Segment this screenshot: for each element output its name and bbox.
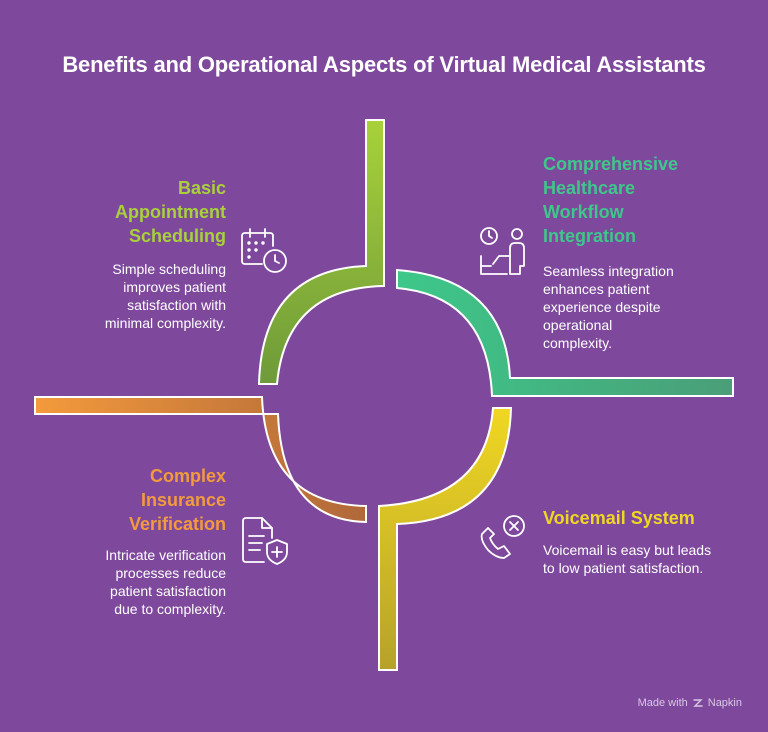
made-with-napkin-watermark: Made with Napkin bbox=[638, 697, 742, 709]
heading-line: Integration bbox=[543, 226, 636, 246]
heading-line: Appointment bbox=[115, 202, 226, 222]
heading-complex-insurance-verification: Complex Insurance Verification bbox=[46, 464, 226, 536]
description-line: complexity. bbox=[543, 335, 612, 351]
description-line: operational bbox=[543, 317, 613, 333]
heading-line: Voicemail System bbox=[543, 508, 695, 528]
heading-line: Workflow bbox=[543, 202, 624, 222]
heading-line: Scheduling bbox=[128, 226, 226, 246]
description-line: improves patient bbox=[123, 279, 226, 295]
description-line: satisfaction with bbox=[127, 297, 226, 313]
description-line: Seamless integration bbox=[543, 263, 674, 279]
quadrant-shape-top-right bbox=[396, 268, 734, 397]
quadrant-shape-bottom-right bbox=[378, 407, 513, 671]
clock-person-icon bbox=[480, 227, 525, 275]
heading-voicemail-system: Voicemail System bbox=[543, 506, 743, 530]
watermark-brand: Napkin bbox=[707, 697, 742, 709]
heading-line: Healthcare bbox=[543, 178, 636, 198]
quadrant-shape-bottom-left bbox=[34, 396, 367, 524]
page-title: Benefits and Operational Aspects of Virt… bbox=[62, 52, 706, 77]
quadrant-shape-top-left bbox=[257, 119, 385, 385]
calendar-clock-icon bbox=[241, 228, 287, 273]
heading-line: Comprehensive bbox=[543, 154, 679, 174]
description-line: Simple scheduling bbox=[112, 261, 226, 277]
heading-comprehensive-healthcare-workflow-integration: Comprehensive Healthcare Workflow Integr… bbox=[543, 152, 743, 248]
description-line: to low patient satisfaction. bbox=[543, 560, 704, 576]
phone-cancel-icon bbox=[480, 515, 525, 559]
description-line: patient satisfaction bbox=[110, 583, 226, 599]
description-line: due to complexity. bbox=[114, 601, 226, 617]
description-line: Voicemail is easy but leads bbox=[543, 542, 712, 558]
description-line: experience despite bbox=[543, 299, 661, 315]
heading-line: Verification bbox=[128, 514, 226, 534]
description-line: processes reduce bbox=[115, 565, 226, 581]
heading-basic-appointment-scheduling: Basic Appointment Scheduling bbox=[60, 176, 226, 248]
heading-line: Complex bbox=[149, 466, 226, 486]
description-comprehensive-healthcare-workflow-integration: Seamless integration enhances patient ex… bbox=[543, 262, 733, 352]
heading-line: Basic bbox=[177, 178, 226, 198]
description-line: minimal complexity. bbox=[104, 315, 226, 331]
heading-line: Insurance bbox=[140, 490, 226, 510]
description-voicemail-system: Voicemail is easy but leads to low patie… bbox=[543, 541, 743, 577]
description-line: enhances patient bbox=[543, 281, 650, 297]
watermark-prefix: Made with bbox=[637, 697, 688, 709]
document-shield-icon bbox=[242, 517, 288, 565]
description-complex-insurance-verification: Intricate verification processes reduce … bbox=[46, 546, 226, 618]
description-line: Intricate verification bbox=[105, 547, 226, 563]
napkin-logo-icon bbox=[693, 699, 703, 707]
description-basic-appointment-scheduling: Simple scheduling improves patient satis… bbox=[60, 260, 226, 332]
